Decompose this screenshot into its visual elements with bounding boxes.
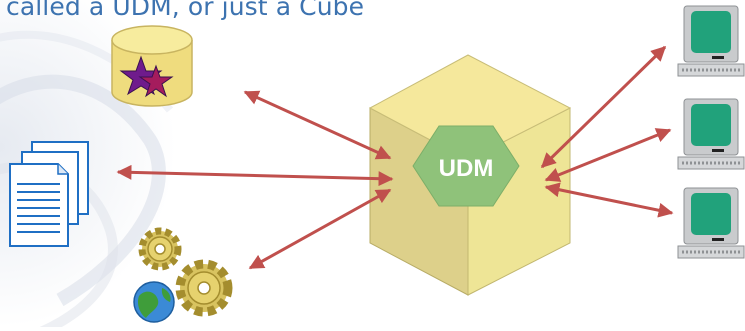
arrow-computer-2 <box>544 128 672 182</box>
computer-icon-1 <box>677 5 745 77</box>
arrow-documents <box>116 164 394 187</box>
udm-cube <box>368 54 572 296</box>
computer-icon-2 <box>677 98 745 170</box>
arrow-database <box>243 90 392 160</box>
slide-title: called a UDM, or just a Cube <box>6 0 365 21</box>
database-star-icon <box>111 25 193 107</box>
arrow-computer-3 <box>544 182 674 218</box>
udm-label: UDM <box>439 155 494 182</box>
documents-icon <box>9 141 89 247</box>
computer-icon-3 <box>677 187 745 259</box>
connection-arrows <box>116 45 674 270</box>
gears-globe-icon <box>133 227 233 323</box>
udm-hexagon: UDM <box>412 125 520 207</box>
arrow-gears <box>248 188 392 270</box>
